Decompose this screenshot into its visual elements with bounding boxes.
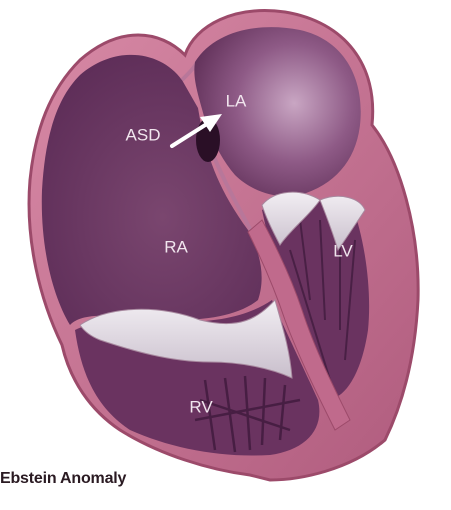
figure-caption: Ebstein Anomaly [0,470,126,488]
label-ra: RA [164,237,188,256]
label-asd: ASD [126,125,161,144]
label-rv: RV [189,397,213,416]
label-la: LA [226,91,247,110]
label-lv: LV [333,241,353,260]
